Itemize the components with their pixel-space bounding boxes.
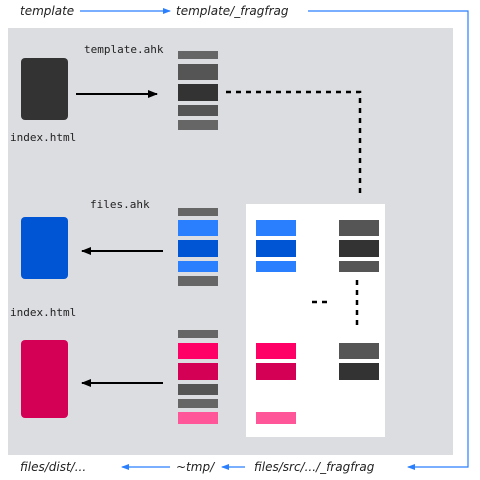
fragment-bar-icon: [178, 276, 218, 286]
fragment-bar-icon: [256, 412, 296, 424]
fragment-bar-icon: [178, 399, 218, 408]
fragment-bar-icon: [339, 363, 379, 380]
fragment-bar-icon: [178, 208, 218, 216]
label-files-src-fragfrag: files/src/.../_fragfrag: [254, 460, 375, 474]
pink-fragment-stack: [178, 330, 218, 424]
template-fragments-src: [339, 220, 379, 272]
blue-fragment-stack: [178, 208, 218, 286]
fragment-bar-icon: [339, 220, 379, 236]
dark-fragments-src: [339, 343, 379, 380]
fragment-bar-icon: [256, 220, 296, 236]
fragment-bar-icon: [178, 240, 218, 257]
pink-fragments-src: [256, 343, 296, 424]
fragment-bar-icon: [178, 412, 218, 424]
fragment-bar-icon: [178, 64, 218, 80]
label-template: template: [20, 4, 74, 18]
fragment-bar-icon: [339, 261, 379, 272]
fragment-bar-icon: [178, 120, 218, 130]
fragment-bar-icon: [178, 220, 218, 236]
document-icon: [21, 340, 68, 418]
fragment-bar-icon: [178, 51, 218, 59]
document-icon: [21, 217, 68, 279]
fragments-panel: [246, 204, 385, 437]
label-files-dist: files/dist/...: [20, 460, 86, 474]
fragment-bar-icon: [178, 84, 218, 101]
label-index-html-top: index.html: [10, 131, 76, 144]
fragment-bar-icon: [178, 261, 218, 272]
fragment-bar-icon: [178, 330, 218, 338]
label-files-ahk: files.ahk: [90, 198, 150, 211]
template-fragment-stack: [178, 51, 218, 130]
fragment-bar-icon: [178, 384, 218, 395]
label-template-fragfrag: template/_fragfrag: [176, 4, 289, 18]
flow-right-loop: [308, 10, 469, 470]
fragment-bar-icon: [178, 363, 218, 380]
dotted-connector-template: [226, 90, 362, 198]
blue-fragments-src: [256, 220, 296, 272]
document-icon: [21, 58, 68, 120]
fragment-bar-icon: [339, 240, 379, 257]
fragment-bar-icon: [256, 343, 296, 359]
fragment-bar-icon: [178, 343, 218, 359]
fragment-bar-icon: [178, 105, 218, 116]
fragment-bar-icon: [256, 240, 296, 257]
fragment-bar-icon: [256, 261, 296, 272]
label-tmp: ~tmp/: [176, 460, 216, 474]
fragment-bar-icon: [339, 343, 379, 359]
label-index-html-bottom: index.html: [10, 306, 76, 319]
outer-flow: [80, 8, 469, 470]
fragment-bar-icon: [256, 363, 296, 380]
label-template-ahk: template.ahk: [84, 43, 164, 56]
